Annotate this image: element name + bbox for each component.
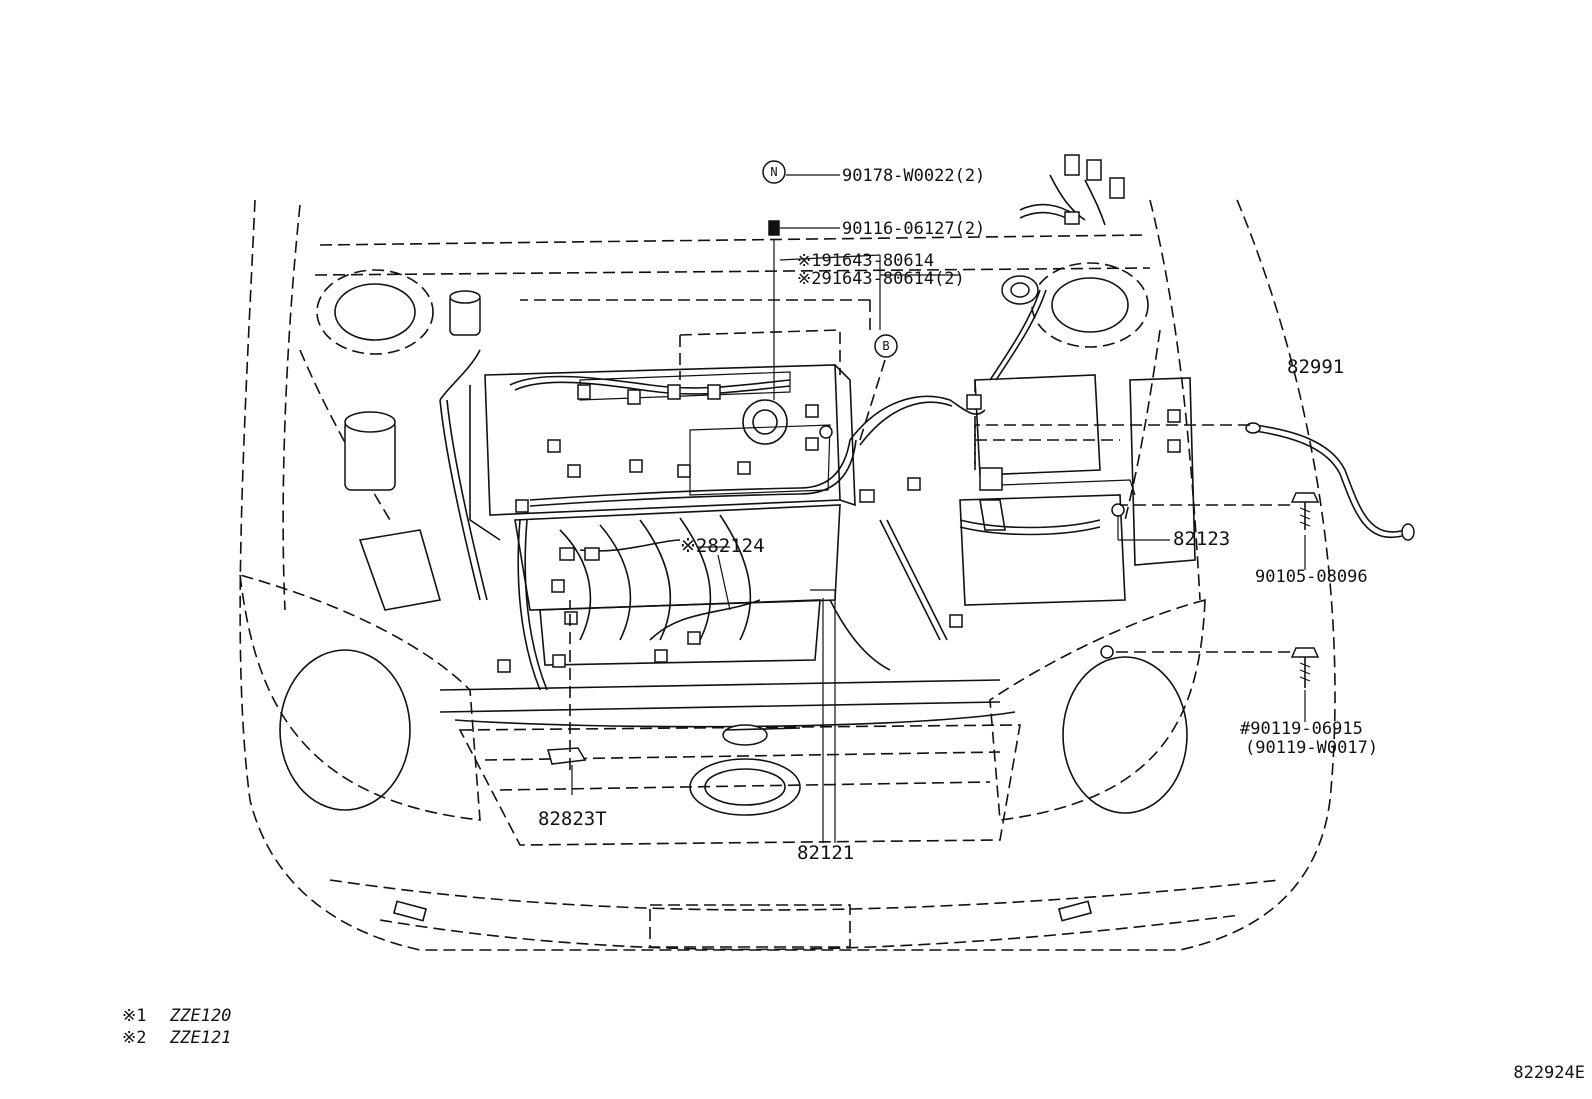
bolt-90116 xyxy=(768,220,780,236)
callout-91643-80614-zze120: ※191643-80614 xyxy=(797,251,934,271)
callout-91643-80614-zze121: ※291643-80614(2) xyxy=(797,269,965,289)
callout-90105-08096: 90105-08096 xyxy=(1255,567,1368,587)
symbol-n-letter: N xyxy=(770,165,777,179)
engine-assembly xyxy=(344,290,1196,666)
callout-90178-w0022: 90178-W0022(2) xyxy=(842,166,985,186)
ground-strap xyxy=(1245,422,1415,541)
note-1-mark: ※1 xyxy=(122,1006,146,1026)
leader-lines xyxy=(520,174,1306,843)
callout-82991: 82991 xyxy=(1287,356,1344,378)
callout-82823t: 82823T xyxy=(538,808,607,830)
callout-90119-w0017: (90119-W0017) xyxy=(1245,738,1378,758)
figure-code: 822924E xyxy=(1513,1063,1585,1083)
note-1-text: ZZE120 xyxy=(169,1006,231,1026)
callout-82121: 82121 xyxy=(797,842,854,864)
callout-82124: ※282124 xyxy=(680,535,765,557)
symbol-n: N xyxy=(762,160,786,184)
note-2-text: ZZE121 xyxy=(169,1028,231,1048)
callout-90119-06915: #90119-06915 xyxy=(1240,719,1363,739)
symbol-b: B xyxy=(874,334,898,358)
car-body-outline xyxy=(239,194,1336,951)
bolt-90105 xyxy=(1290,492,1320,530)
bolt-90119 xyxy=(1290,647,1320,688)
callout-90116-06127: 90116-06127(2) xyxy=(842,219,985,239)
symbol-b-letter: B xyxy=(882,339,889,353)
wire-harness xyxy=(439,154,1181,765)
note-2-mark: ※2 xyxy=(122,1028,146,1048)
callout-82123: 82123 xyxy=(1173,528,1230,550)
